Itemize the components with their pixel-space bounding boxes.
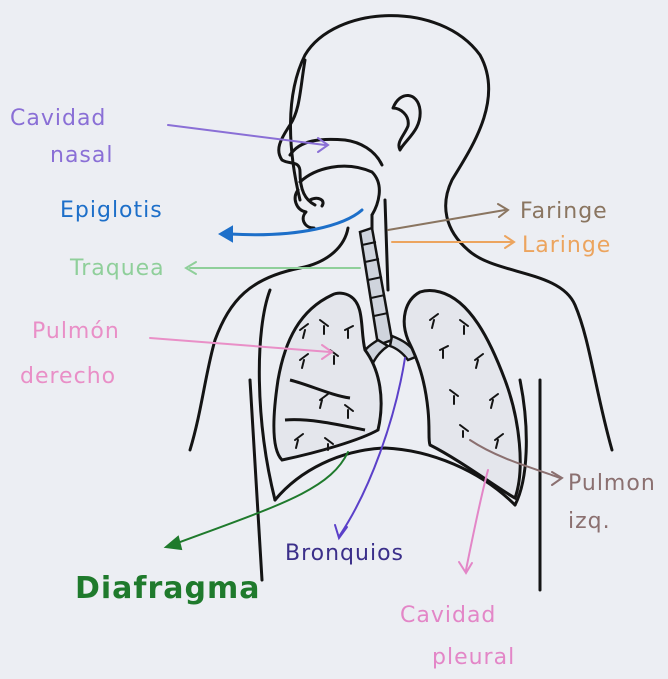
arrowhead-epiglotis	[220, 227, 232, 241]
label-pulmon-derecho-2: derecho	[20, 364, 116, 389]
arrowhead-diafragma	[166, 537, 181, 549]
label-bronquios: Bronquios	[285, 541, 404, 566]
arrowhead-pulmon-izq	[552, 472, 562, 485]
oral-cavity-outline	[300, 166, 379, 215]
label-cavidad-pleural-2: pleural	[432, 645, 515, 670]
label-diafragma: Diafragma	[75, 571, 261, 606]
label-pulmon-derecho-1: Pulmón	[32, 319, 120, 344]
label-traquea: Traquea	[69, 256, 165, 281]
label-cavidad-nasal-1: Cavidad	[10, 106, 106, 131]
arrow-epiglotis	[230, 210, 362, 235]
label-pulmon-izq-1: Pulmon	[568, 471, 656, 496]
right-lung	[274, 293, 381, 460]
arrow-cavidad-nasal	[168, 125, 325, 145]
right-pleura-line	[259, 290, 275, 500]
label-cavidad-pleural-1: Cavidad	[400, 603, 496, 628]
label-epiglotis: Epiglotis	[60, 198, 163, 223]
label-faringe: Faringe	[520, 199, 608, 224]
label-pulmon-izq-2: izq.	[568, 509, 611, 534]
arrow-cavidad-pleural	[466, 470, 488, 570]
label-laringe: Laringe	[522, 233, 611, 258]
ear	[393, 95, 420, 150]
label-cavidad-nasal-2: nasal	[50, 143, 113, 168]
